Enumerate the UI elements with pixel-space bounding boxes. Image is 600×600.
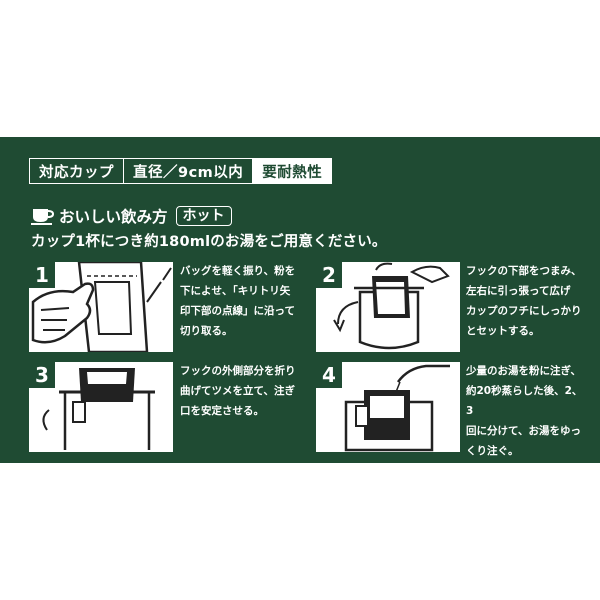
step-text-line: とセットする。 <box>466 325 540 337</box>
step-text-line: カップのフチにしっかり <box>466 305 582 317</box>
step-number: 1 <box>29 262 55 288</box>
cup-spec-table: 対応カップ 直径／9cm以内 要耐熱性 <box>29 158 333 184</box>
step-4-illustration: 4 <box>316 362 460 452</box>
step-2-illustration: 2 <box>316 262 460 352</box>
step-3-illustration: 3 <box>29 362 173 452</box>
step-3-text: フックの外側部分を折り 曲げてツメを立て、注ぎ 口を安定させる。 <box>180 361 298 421</box>
step-text-line: フックの外側部分を折り <box>180 365 296 377</box>
step-text-line: 曲げてツメを立て、注ぎ <box>180 385 295 397</box>
step-text-line: 少量のお湯を粉に注ぎ、 <box>466 365 581 377</box>
hand-cutting-bag-icon <box>31 262 172 352</box>
step-number: 4 <box>316 362 342 388</box>
step-text-line: 約20秒蒸らした後、2、3 <box>466 385 583 417</box>
step-text-line: くり注ぐ。 <box>466 445 519 457</box>
heat-resistance-spec: 要耐熱性 <box>253 159 332 183</box>
step-1-text: バッグを軽く振り、粉を 下によせ、「キリトリ矢 印下部の点線」に沿って 切り取る… <box>180 261 298 341</box>
hot-badge: ホット <box>175 206 232 226</box>
step-text-line: 下によせ、「キリトリ矢 <box>180 285 291 297</box>
step-text-line: 切り取る。 <box>180 325 233 337</box>
step-text-line: フックの下部をつまみ、 <box>466 265 582 277</box>
step-text-line: 回に分けて、お湯をゆっ <box>466 425 581 437</box>
step-text-line: 左右に引っ張って広げ <box>466 285 571 297</box>
step-2-text: フックの下部をつまみ、 左右に引っ張って広げ カップのフチにしっかり とセットす… <box>466 261 584 341</box>
step-1-illustration: 1 <box>29 262 173 352</box>
step-text-line: 口を安定させる。 <box>180 405 264 417</box>
instruction-panel: 対応カップ 直径／9cm以内 要耐熱性 おいしい飲み方 ホット カップ1杯につき… <box>0 137 600 463</box>
setting-bag-on-cup-icon <box>333 262 450 350</box>
step-number: 3 <box>29 362 55 388</box>
cup-spec-label: 対応カップ <box>30 159 124 183</box>
water-amount-note: カップ1杯につき約180mlのお湯をご用意ください。 <box>31 234 387 250</box>
how-to-title: おいしい飲み方 ホット <box>31 205 232 227</box>
pouring-water-icon <box>344 364 450 452</box>
how-to-heading: おいしい飲み方 <box>59 208 168 226</box>
step-number: 2 <box>316 262 342 288</box>
step-text-line: 印下部の点線」に沿って <box>180 305 295 317</box>
coffee-cup-icon <box>31 209 55 225</box>
folding-hook-icon <box>42 368 155 450</box>
step-text-line: バッグを軽く振り、粉を <box>180 265 296 277</box>
cup-diameter-spec: 直径／9cm以内 <box>124 159 254 183</box>
step-4-text: 少量のお湯を粉に注ぎ、 約20秒蒸らした後、2、3 回に分けて、お湯をゆっ くり… <box>466 361 584 461</box>
